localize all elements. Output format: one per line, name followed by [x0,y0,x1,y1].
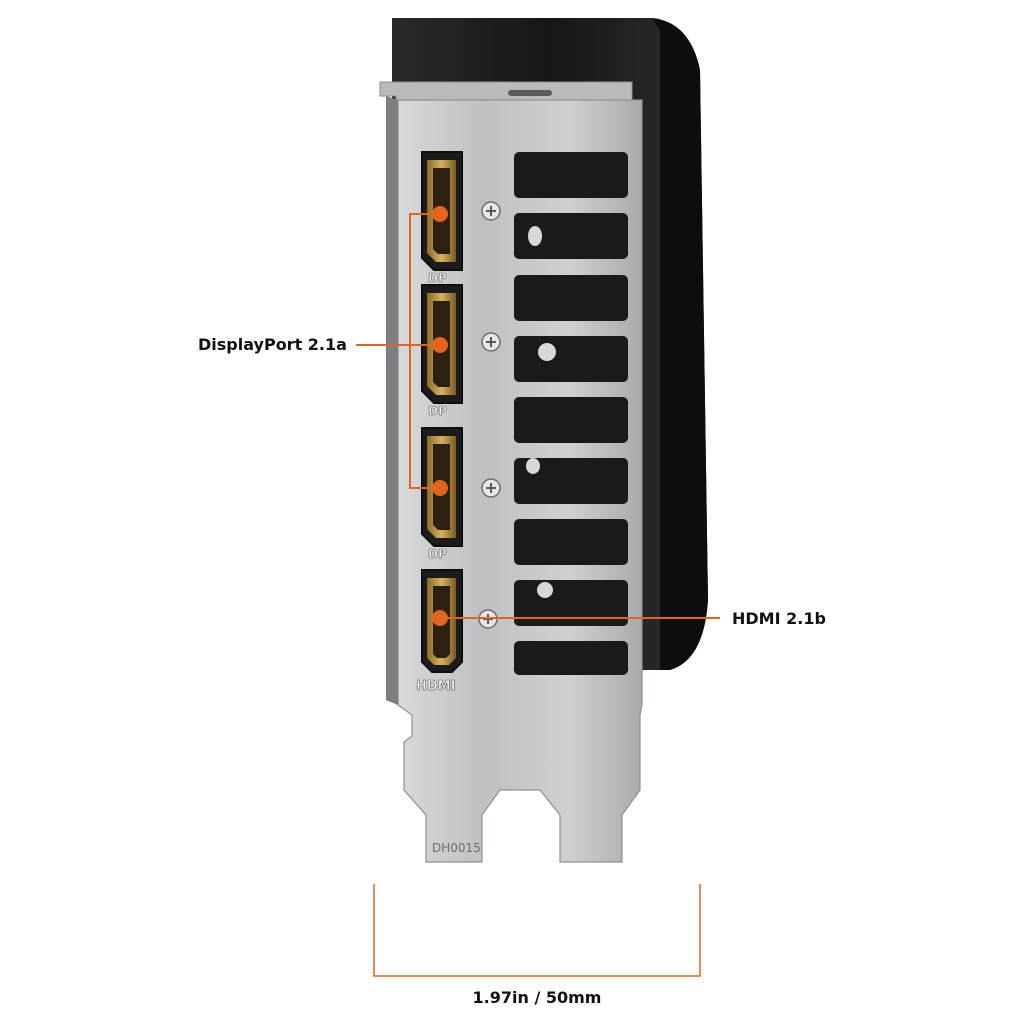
vent-slot [514,397,628,443]
width-dimension-line [373,884,701,977]
vent-internal-pins [526,226,556,598]
vent-slot [514,519,628,565]
vent-slot [514,213,628,259]
callout-dot [432,610,448,626]
displayport-callout-lines [356,213,440,489]
bracket-left-fold [386,96,398,705]
vent-slot [514,152,628,198]
cooler-edge [652,18,708,670]
vent-slot [514,580,628,626]
displayport-callout-label: DisplayPort 2.1a [198,335,347,354]
bracket-top-slot [508,90,552,96]
bracket-part-code: DH0015 [432,841,481,855]
vent-slots [514,152,628,675]
port-label-dp-1: DP [428,271,447,285]
vent-slot [514,458,628,504]
port-label-dp-3: DP [428,547,447,561]
callout-dot [432,480,448,496]
vent-slot [514,336,628,382]
callout-dots [432,206,448,626]
callout-dot [432,206,448,222]
width-dimension-label: 1.97in / 50mm [472,988,602,1007]
port-label-dp-2: DP [428,404,447,418]
vent-slot [514,641,628,675]
vent-slot [514,275,628,321]
port-label-hdmi: HDMI [416,679,455,694]
hdmi-callout-label: HDMI 2.1b [732,609,826,628]
callout-dot [432,337,448,353]
